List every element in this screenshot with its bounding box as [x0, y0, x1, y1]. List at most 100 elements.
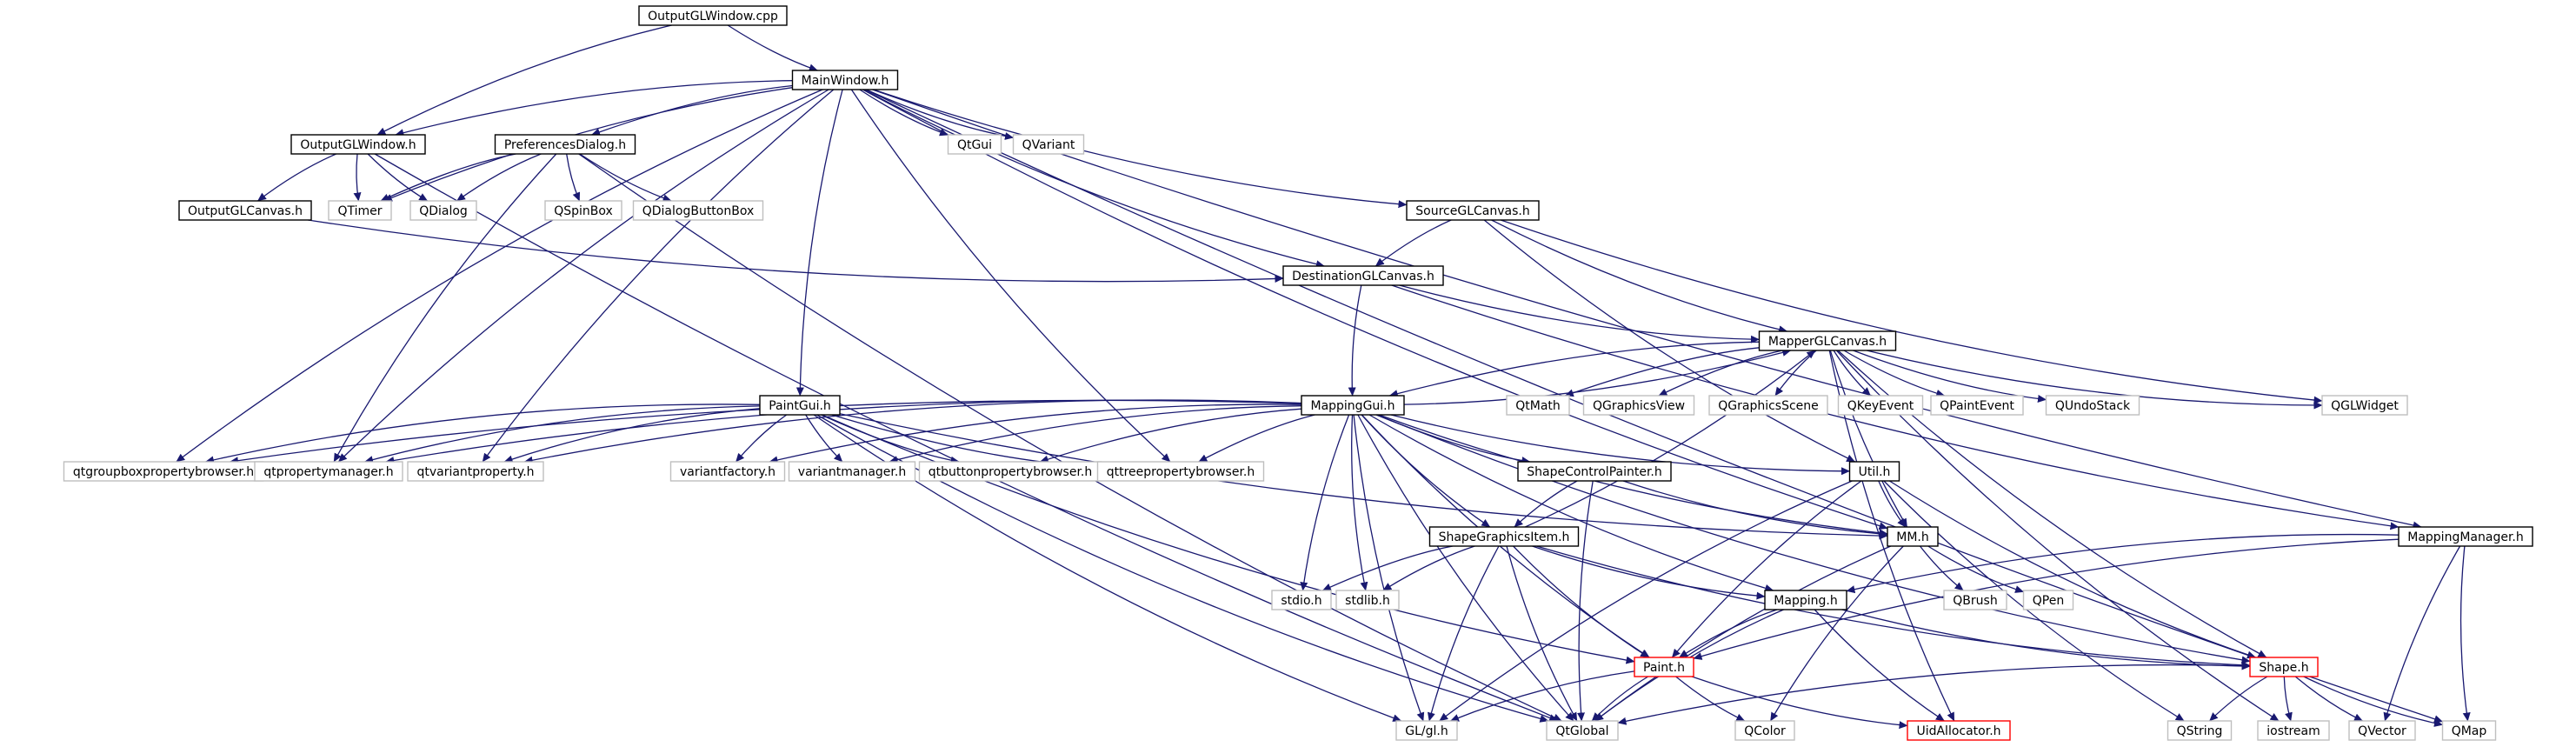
- node-label: QtMath: [1515, 399, 1561, 413]
- node-shapecontrolpainter-h[interactable]: ShapeControlPainter.h: [1517, 461, 1672, 482]
- node-box: [1546, 720, 1619, 741]
- node-box: [178, 200, 312, 221]
- edge-mm-h-to-qbrush: [1919, 545, 1964, 591]
- edge-paintgui-h-to-qtglobal: [816, 414, 1549, 723]
- node-mainwindow-h[interactable]: MainWindow.h: [791, 70, 899, 90]
- edge-mainwindow-h-to-qtgroupboxpropertybrowser-h: [176, 89, 823, 463]
- node-label: qtpropertymanager.h: [263, 465, 393, 479]
- node-label: MapperGLCanvas.h: [1768, 335, 1887, 349]
- node-label: QGraphicsScene: [1718, 399, 1819, 413]
- edge-mappinggui-h-to-variantfactory-h: [769, 404, 1302, 464]
- node-box: [2441, 720, 2497, 741]
- node-qmap: QMap: [2441, 720, 2497, 741]
- edge-destinationglcanvas-h-to-mapperglcanvas-h: [1399, 284, 1760, 343]
- node-label: QDialogButtonBox: [642, 204, 755, 218]
- node-box: [791, 70, 899, 90]
- node-mapping-h[interactable]: Mapping.h: [1764, 590, 1847, 610]
- node-box: [2167, 720, 2233, 741]
- node-box: [1428, 526, 1580, 547]
- node-label: PaintGui.h: [769, 399, 831, 413]
- node-label: MappingGui.h: [1310, 399, 1395, 413]
- node-qtbuttonpropertybrowser-h: qtbuttonpropertybrowser.h: [918, 461, 1102, 482]
- edge-mapperglcanvas-h-to-qglwidget: [1867, 350, 2323, 410]
- edge-destinationglcanvas-h-to-mappinggui-h: [1348, 284, 1362, 397]
- node-label: stdio.h: [1281, 594, 1321, 608]
- node-sourceglcanvas-h[interactable]: SourceGLCanvas.h: [1406, 200, 1540, 221]
- edge-mappinggui-h-to-qttreepropertybrowser-h: [1198, 414, 1315, 463]
- edge-mappingmanager-h-to-qvector: [2383, 545, 2461, 722]
- node-label: QPaintEvent: [1940, 399, 2014, 413]
- edge-mapperglcanvas-h-to-qgraphicsview: [1658, 350, 1783, 397]
- node-paintgui-h[interactable]: PaintGui.h: [759, 395, 841, 416]
- node-label: QMap: [2452, 724, 2487, 738]
- node-mappingmanager-h[interactable]: MappingManager.h: [2398, 526, 2533, 547]
- edge-mapperglcanvas-h-to-mappinggui-h: [1388, 341, 1760, 397]
- node-qdialog: QDialog: [409, 200, 477, 221]
- node-outputglwindow-cpp[interactable]: OutputGLWindow.cpp: [638, 5, 788, 26]
- node-destinationglcanvas-h[interactable]: DestinationGLCanvas.h: [1282, 265, 1444, 286]
- edge-mapperglcanvas-h-to-qtmath: [1564, 347, 1760, 397]
- edge-mappinggui-h-to-gl-gl-h: [1353, 414, 1425, 722]
- node-box: [1301, 395, 1405, 416]
- node-preferencesdialog-h[interactable]: PreferencesDialog.h: [494, 134, 636, 155]
- edge-destinationglcanvas-h-to-mappingmanager-h: [1391, 284, 2400, 530]
- edge-paint-h-to-gl-gl-h: [1450, 670, 1635, 722]
- node-box: [2321, 395, 2408, 416]
- edge-preferencesdialog-h-to-qtpropertymanager-h: [333, 153, 557, 463]
- node-paint-h[interactable]: Paint.h: [1634, 657, 1694, 677]
- node-box: [1708, 395, 1828, 416]
- edge-paint-h-to-qcolor: [1675, 676, 1746, 722]
- node-qglwidget: QGLWidget: [2321, 395, 2408, 416]
- node-box: [407, 461, 544, 482]
- edge-mappinggui-h-to-mm-h: [1378, 414, 1888, 537]
- node-qcolor: QColor: [1734, 720, 1795, 741]
- edge-paintgui-h-to-variantmanager-h: [805, 414, 843, 463]
- edge-mapperglcanvas-h-to-qkeyevent: [1833, 350, 1871, 397]
- edge-outputglwindow-h-to-qtimer: [353, 153, 362, 202]
- node-box: [1517, 461, 1672, 482]
- node-qvariant: QVariant: [1012, 134, 1085, 155]
- node-mappinggui-h[interactable]: MappingGui.h: [1301, 395, 1405, 416]
- edge-sourceglcanvas-h-to-destinationglcanvas-h: [1375, 219, 1452, 267]
- edge-mapperglcanvas-h-to-mm-h: [1829, 350, 1908, 528]
- node-shapegraphicsitem-h[interactable]: ShapeGraphicsItem.h: [1428, 526, 1580, 547]
- node-box: [254, 461, 403, 482]
- edge-mainwindow-h-to-sourceglcanvas-h: [873, 89, 1408, 209]
- node-util-h[interactable]: Util.h: [1848, 461, 1900, 482]
- edge-mappinggui-h-to-variantmanager-h: [889, 405, 1302, 464]
- edge-mainwindow-h-to-qvariant: [866, 89, 1014, 140]
- edge-shapegraphicsitem-h-to-stdio-h: [1321, 545, 1454, 591]
- node-qkeyevent: QKeyEvent: [1837, 395, 1924, 416]
- node-label: Shape.h: [2259, 661, 2308, 675]
- node-box: [1335, 590, 1400, 610]
- node-qtgroupboxpropertybrowser-h: qtgroupboxpropertybrowser.h: [63, 461, 264, 482]
- edge-paintgui-h-to-qtpropertymanager-h: [364, 405, 761, 464]
- node-label: qtbuttonpropertybrowser.h: [929, 465, 1093, 479]
- node-label: QSpinBox: [554, 204, 613, 218]
- node-mapperglcanvas-h[interactable]: MapperGLCanvas.h: [1758, 330, 1897, 351]
- node-label: iostream: [2266, 724, 2320, 738]
- edge-mapperglcanvas-h-to-qundostack: [1853, 350, 2047, 403]
- edge-mapping-h-to-paint-h: [1679, 609, 1778, 658]
- edge-util-h-to-paint-h: [1671, 480, 1862, 658]
- node-qtpropertymanager-h: qtpropertymanager.h: [254, 461, 403, 482]
- edge-shapegraphicsitem-h-to-gl-gl-h: [1427, 545, 1500, 722]
- node-mm-h[interactable]: MM.h: [1887, 526, 1939, 547]
- node-outputglwindow-h[interactable]: OutputGLWindow.h: [290, 134, 426, 155]
- node-qstring: QString: [2167, 720, 2233, 741]
- node-label: OutputGLWindow.cpp: [648, 10, 778, 23]
- node-outputglcanvas-h[interactable]: OutputGLCanvas.h: [178, 200, 312, 221]
- node-box: [1734, 720, 1795, 741]
- node-label: qttreepropertybrowser.h: [1107, 465, 1255, 479]
- node-box: [1758, 330, 1897, 351]
- node-iostream: iostream: [2257, 720, 2330, 741]
- node-box: [759, 395, 841, 416]
- node-label: QGraphicsView: [1593, 399, 1685, 413]
- node-shape-h[interactable]: Shape.h: [2249, 657, 2319, 677]
- edge-sourceglcanvas-h-to-qglwidget: [1500, 219, 2323, 404]
- node-box: [2022, 590, 2074, 610]
- edge-shapegraphicsitem-h-to-stdlib-h: [1382, 545, 1475, 591]
- node-stdio-h: stdio.h: [1271, 590, 1332, 610]
- node-uidallocator-h[interactable]: UidAllocator.h: [1907, 720, 2011, 741]
- node-label: ShapeGraphicsItem.h: [1439, 530, 1570, 544]
